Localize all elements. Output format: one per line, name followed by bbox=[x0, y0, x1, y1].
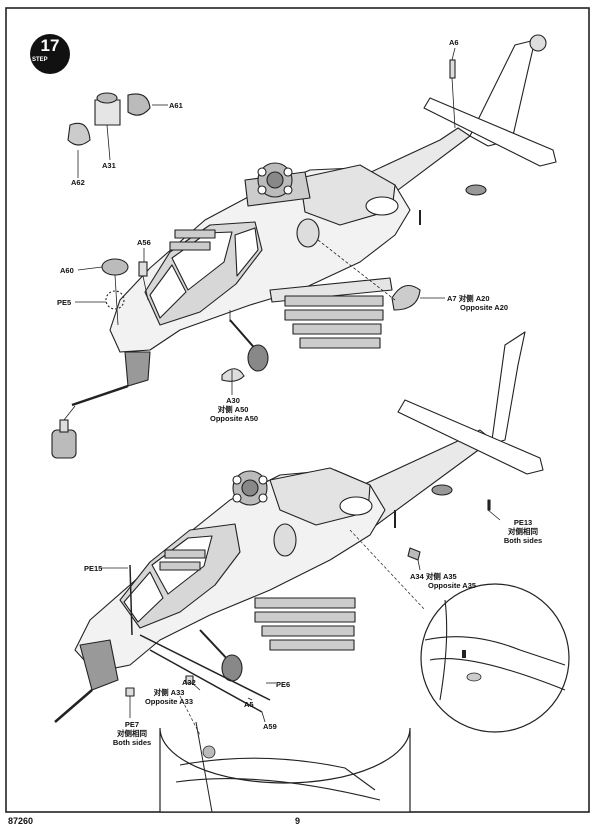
page-number: 9 bbox=[295, 816, 301, 826]
leader-lines-top bbox=[63, 47, 456, 421]
label-a30: A30 bbox=[226, 396, 240, 405]
label-a60: A60 bbox=[60, 266, 74, 275]
step-badge: 17 STEP bbox=[29, 33, 71, 75]
label-a7: A7 对侧 A20 Opposite A20 bbox=[447, 294, 508, 312]
label-pe6: PE6 bbox=[276, 680, 291, 689]
label-a7-en: Opposite A20 bbox=[460, 303, 509, 312]
label-pe15: PE15 bbox=[84, 564, 103, 573]
label-a32: A32 bbox=[182, 678, 196, 687]
step-badge-shape bbox=[30, 34, 70, 74]
main-rotor-hub bbox=[257, 162, 293, 198]
label-a34-group: A34 对侧 A35 Opposite A35 bbox=[410, 572, 476, 590]
label-pe5: PE5 bbox=[57, 298, 72, 307]
helicopter-bottom-drawing bbox=[54, 331, 544, 723]
label-a59: A59 bbox=[263, 722, 277, 731]
label-a6: A6 bbox=[449, 38, 459, 47]
label-pe7-group: PE7 对侧相同 Both sides bbox=[112, 720, 152, 747]
product-code: 87260 bbox=[8, 816, 34, 826]
label-a5: A5 bbox=[244, 700, 254, 709]
label-a62: A62 bbox=[71, 178, 85, 187]
label-pe7: PE7 bbox=[124, 720, 140, 729]
label-a34: A34 bbox=[410, 572, 424, 581]
missile-rack-top bbox=[284, 295, 384, 349]
label-a56: A56 bbox=[137, 238, 151, 247]
label-a35-en: Opposite A35 bbox=[428, 581, 477, 590]
label-a35-zh: 对侧 A35 bbox=[425, 572, 457, 581]
label-pe13-zh: 对侧相同 bbox=[508, 527, 538, 536]
label-a33-group: 对侧 A33 Opposite A33 bbox=[142, 688, 196, 706]
label-a50-en: Opposite A50 bbox=[210, 414, 259, 423]
label-pe7-en: Both sides bbox=[112, 738, 152, 747]
detail-inset-bottom bbox=[159, 695, 411, 813]
label-a61: A61 bbox=[169, 101, 183, 110]
label-pe13-en: Both sides bbox=[503, 536, 543, 545]
step-number: 17 bbox=[40, 36, 60, 55]
missile-rack-bottom bbox=[254, 597, 356, 651]
label-a33-en: Opposite A33 bbox=[144, 697, 194, 706]
label-pe13: PE13 bbox=[513, 518, 533, 527]
label-a33-zh: 对侧 A33 bbox=[153, 688, 185, 697]
label-a7-code: A7 bbox=[447, 294, 457, 303]
main-rotor-hub-bottom bbox=[232, 470, 268, 506]
label-a7-zh: 对侧 A20 bbox=[458, 294, 490, 303]
helicopter-top-drawing bbox=[71, 34, 557, 407]
label-pe13-group: PE13 对侧相同 Both sides bbox=[499, 518, 547, 545]
label-a31: A31 bbox=[102, 161, 116, 170]
label-pe7-zh: 对侧相同 bbox=[117, 729, 147, 738]
label-a30-group: A30 对侧 A50 Opposite A50 bbox=[210, 396, 259, 423]
label-a50-zh: 对侧 A50 bbox=[217, 405, 249, 414]
detail-inset-right bbox=[349, 529, 570, 733]
step-word: STEP bbox=[32, 57, 48, 63]
parts-top bbox=[51, 59, 456, 459]
leader-lines-bottom bbox=[100, 509, 501, 723]
